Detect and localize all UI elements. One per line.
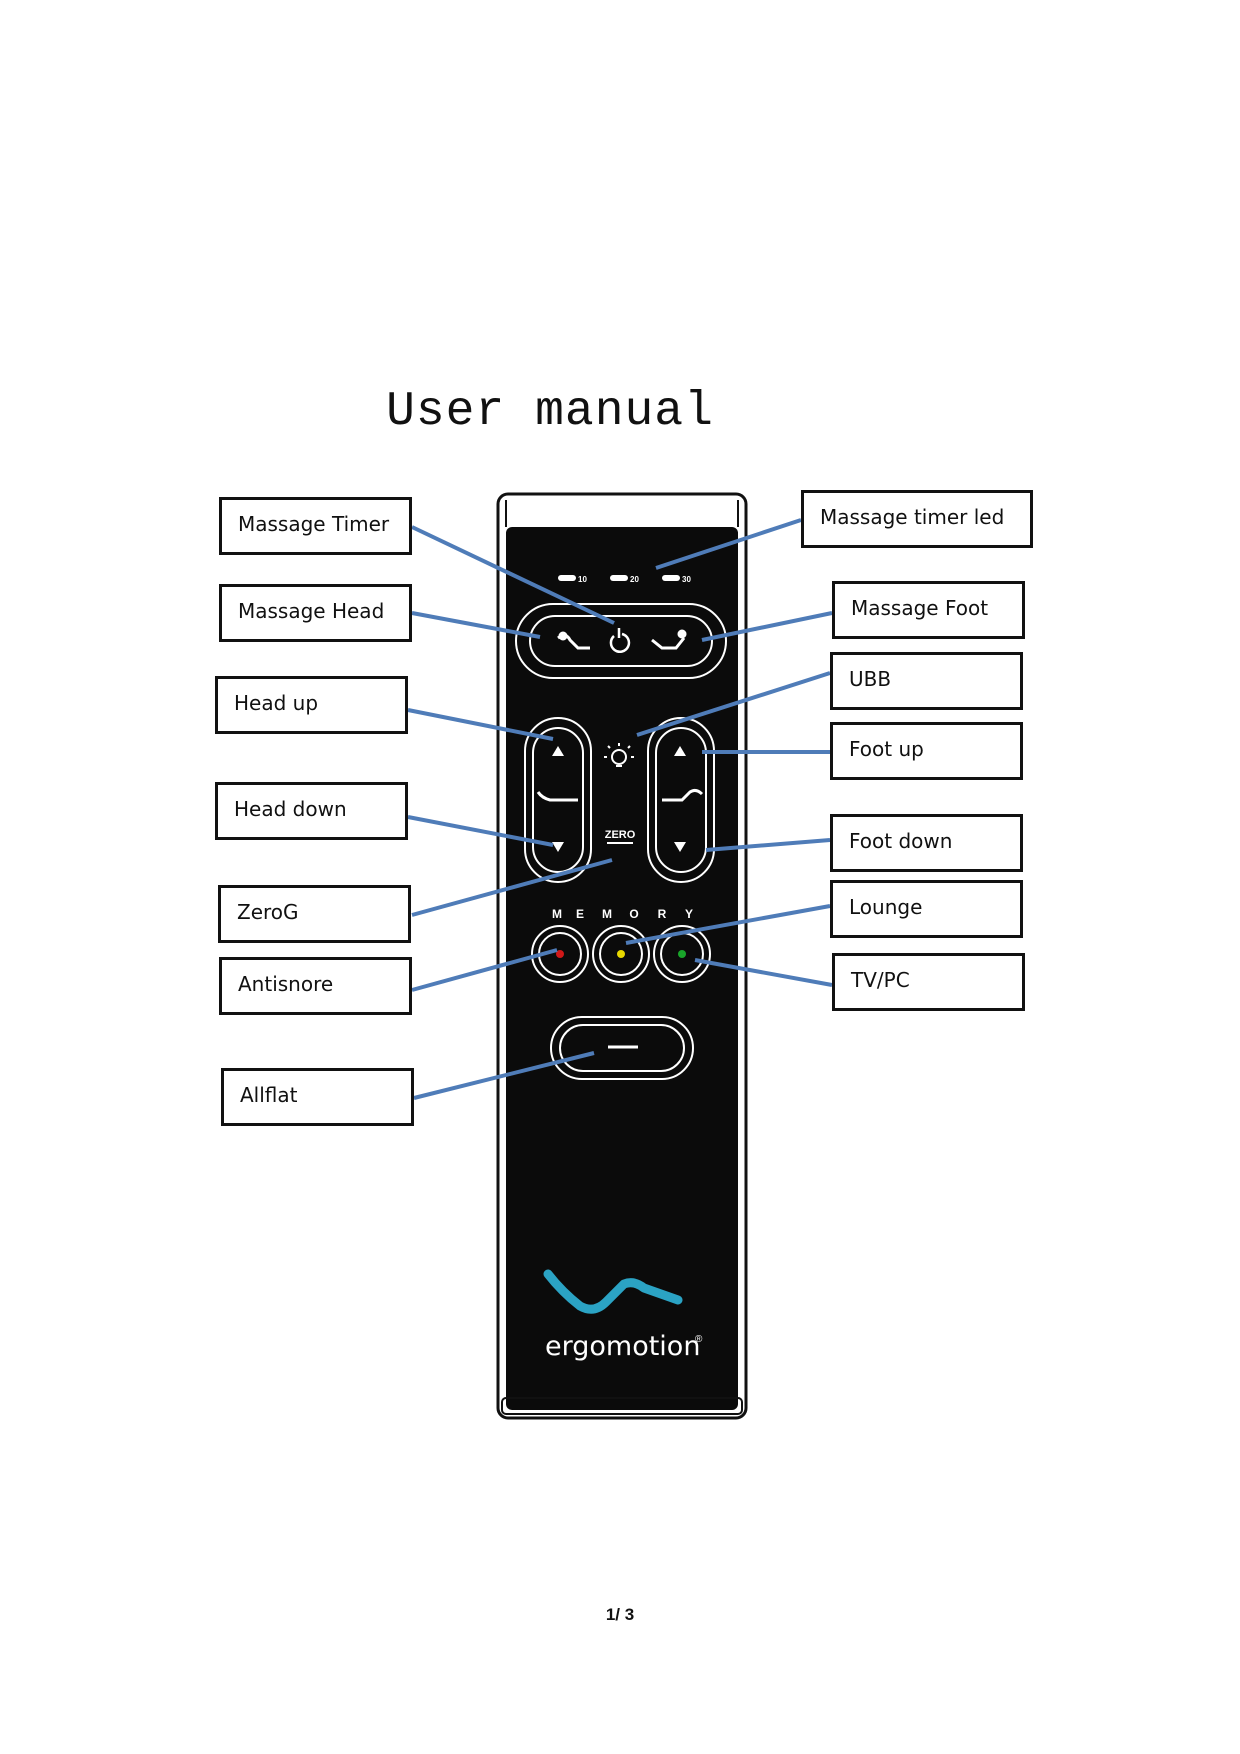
callout-zerog: ZeroG [218,885,411,943]
page-number: 1/ 3 [605,1605,635,1624]
memory-letter: O [629,907,638,921]
memory-letter: Y [685,907,693,921]
leader-massage-timer [411,525,615,625]
leader-allflat [413,1051,595,1100]
ubb-light-icon[interactable] [604,743,634,767]
callout-head-up: Head up [215,676,408,734]
memory-letter: R [658,907,667,921]
leader-antisnore [411,948,558,992]
leader-tv-pc [694,958,833,987]
timer-mark-20: 20 [630,575,639,584]
head-rocker[interactable] [524,717,592,883]
callout-massage-timer-led: Massage timer led [801,490,1033,548]
callout-foot-up: Foot up [830,722,1023,780]
memory-label: M E M O R Y [552,907,693,921]
memory-button-lounge[interactable] [592,925,650,983]
head-down-arrow-icon[interactable] [552,842,564,852]
massage-head-icon[interactable] [557,631,590,650]
callout-allflat: Allflat [221,1068,414,1126]
callout-antisnore: Antisnore [219,957,412,1015]
page-title: User manual [386,385,714,439]
foot-down-arrow-icon[interactable] [674,842,686,852]
foot-position-icon [662,788,704,802]
foot-rocker[interactable] [647,717,715,883]
memory-letter: M [602,907,612,921]
leader-zerog [411,858,613,917]
leader-massage-foot [701,611,833,642]
callout-massage-foot: Massage Foot [832,581,1025,639]
registered-mark: ® [695,1334,703,1345]
leader-foot-down [705,838,831,852]
callout-lounge: Lounge [830,880,1023,938]
leader-lines [407,518,833,1100]
leader-massage-timer-led [655,518,802,570]
timer-mark-30: 30 [682,575,691,584]
callout-massage-head: Massage Head [219,584,412,642]
head-position-icon [536,791,578,802]
zero-g-button[interactable]: ZERO [605,829,636,844]
massage-button-group[interactable] [515,603,727,679]
memory-letter: M [552,907,562,921]
callout-head-down: Head down [215,782,408,840]
zero-label: ZERO [605,829,636,841]
foot-up-arrow-icon[interactable] [674,746,686,756]
memory-letter: E [576,907,584,921]
memory-button-tv-pc[interactable] [653,925,711,983]
callout-tv-pc: TV/PC [832,953,1025,1011]
leader-head-up [407,708,554,741]
ergomotion-logo: ergomotion ® [543,1269,703,1362]
allflat-button[interactable] [550,1016,694,1080]
timer-power-icon[interactable] [609,628,631,654]
timer-mark-10: 10 [578,575,587,584]
leader-massage-head [411,611,541,639]
callout-foot-down: Foot down [830,814,1023,872]
timer-led-row: 10 20 30 [558,575,691,584]
callout-massage-timer: Massage Timer [219,497,412,555]
head-up-arrow-icon[interactable] [552,746,564,756]
massage-foot-icon[interactable] [651,629,687,650]
callout-ubb: UBB [830,652,1023,710]
leader-head-down [407,815,554,847]
leader-ubb [636,671,831,737]
brand-wordmark: ergomotion [545,1331,700,1362]
leader-lounge [625,904,831,945]
